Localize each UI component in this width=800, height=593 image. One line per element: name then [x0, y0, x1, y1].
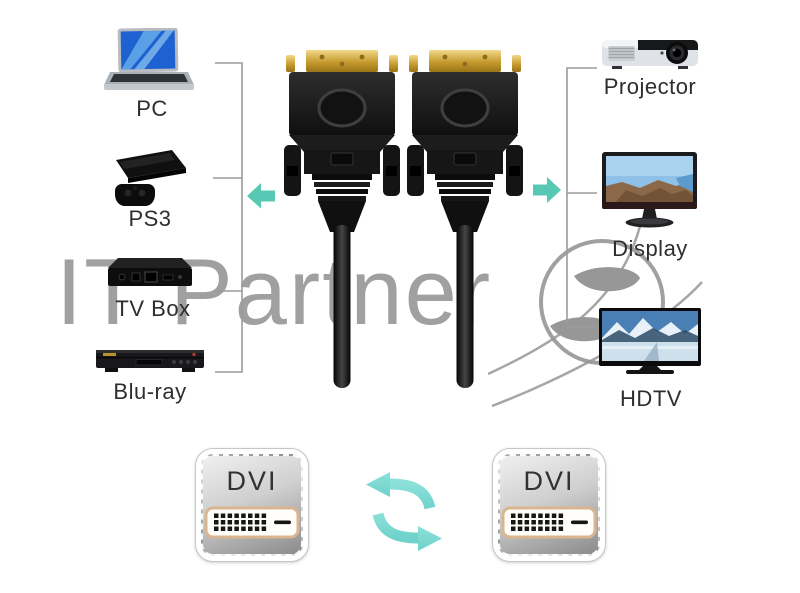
projector-icon: [602, 40, 698, 69]
dvi-connector-left: [284, 50, 400, 388]
dvi-badge-left: DVI: [195, 448, 309, 562]
dvi-cable-image: [284, 50, 523, 388]
right-arrow-icon: [533, 177, 561, 203]
swap-arrows-icon: [366, 472, 442, 551]
dvi-badge-left-inner: DVI: [201, 454, 303, 556]
device-label-display: Display: [612, 236, 688, 261]
device-label-hdtv: HDTV: [620, 386, 682, 411]
device-label-blu-ray: Blu-ray: [113, 379, 187, 404]
display-icon: [602, 152, 697, 228]
blu-ray-icon: [96, 350, 204, 372]
dvi-port-icon: [204, 506, 300, 539]
dvi-port-icon: [501, 506, 597, 539]
ps3-icon: [115, 150, 186, 206]
device-label-projector: Projector: [603, 74, 697, 99]
dvi-badge-left-label: DVI: [226, 466, 278, 496]
device-label-pc: PC: [136, 96, 168, 121]
device-label-ps3: PS3: [128, 206, 172, 231]
left-arrow-icon: [247, 183, 275, 209]
right-bracket: [566, 67, 597, 328]
pc-icon: [104, 28, 194, 90]
dvi-badge-right-label: DVI: [523, 466, 575, 496]
dvi-badge-right-inner: DVI: [498, 454, 600, 556]
tv-box-icon: [108, 258, 192, 286]
left-bracket: [213, 62, 243, 373]
dvi-connector-right: [407, 50, 523, 388]
dvi-badge-right: DVI: [492, 448, 606, 562]
hdtv-icon: [599, 308, 701, 374]
device-label-tv-box: TV Box: [115, 296, 191, 321]
